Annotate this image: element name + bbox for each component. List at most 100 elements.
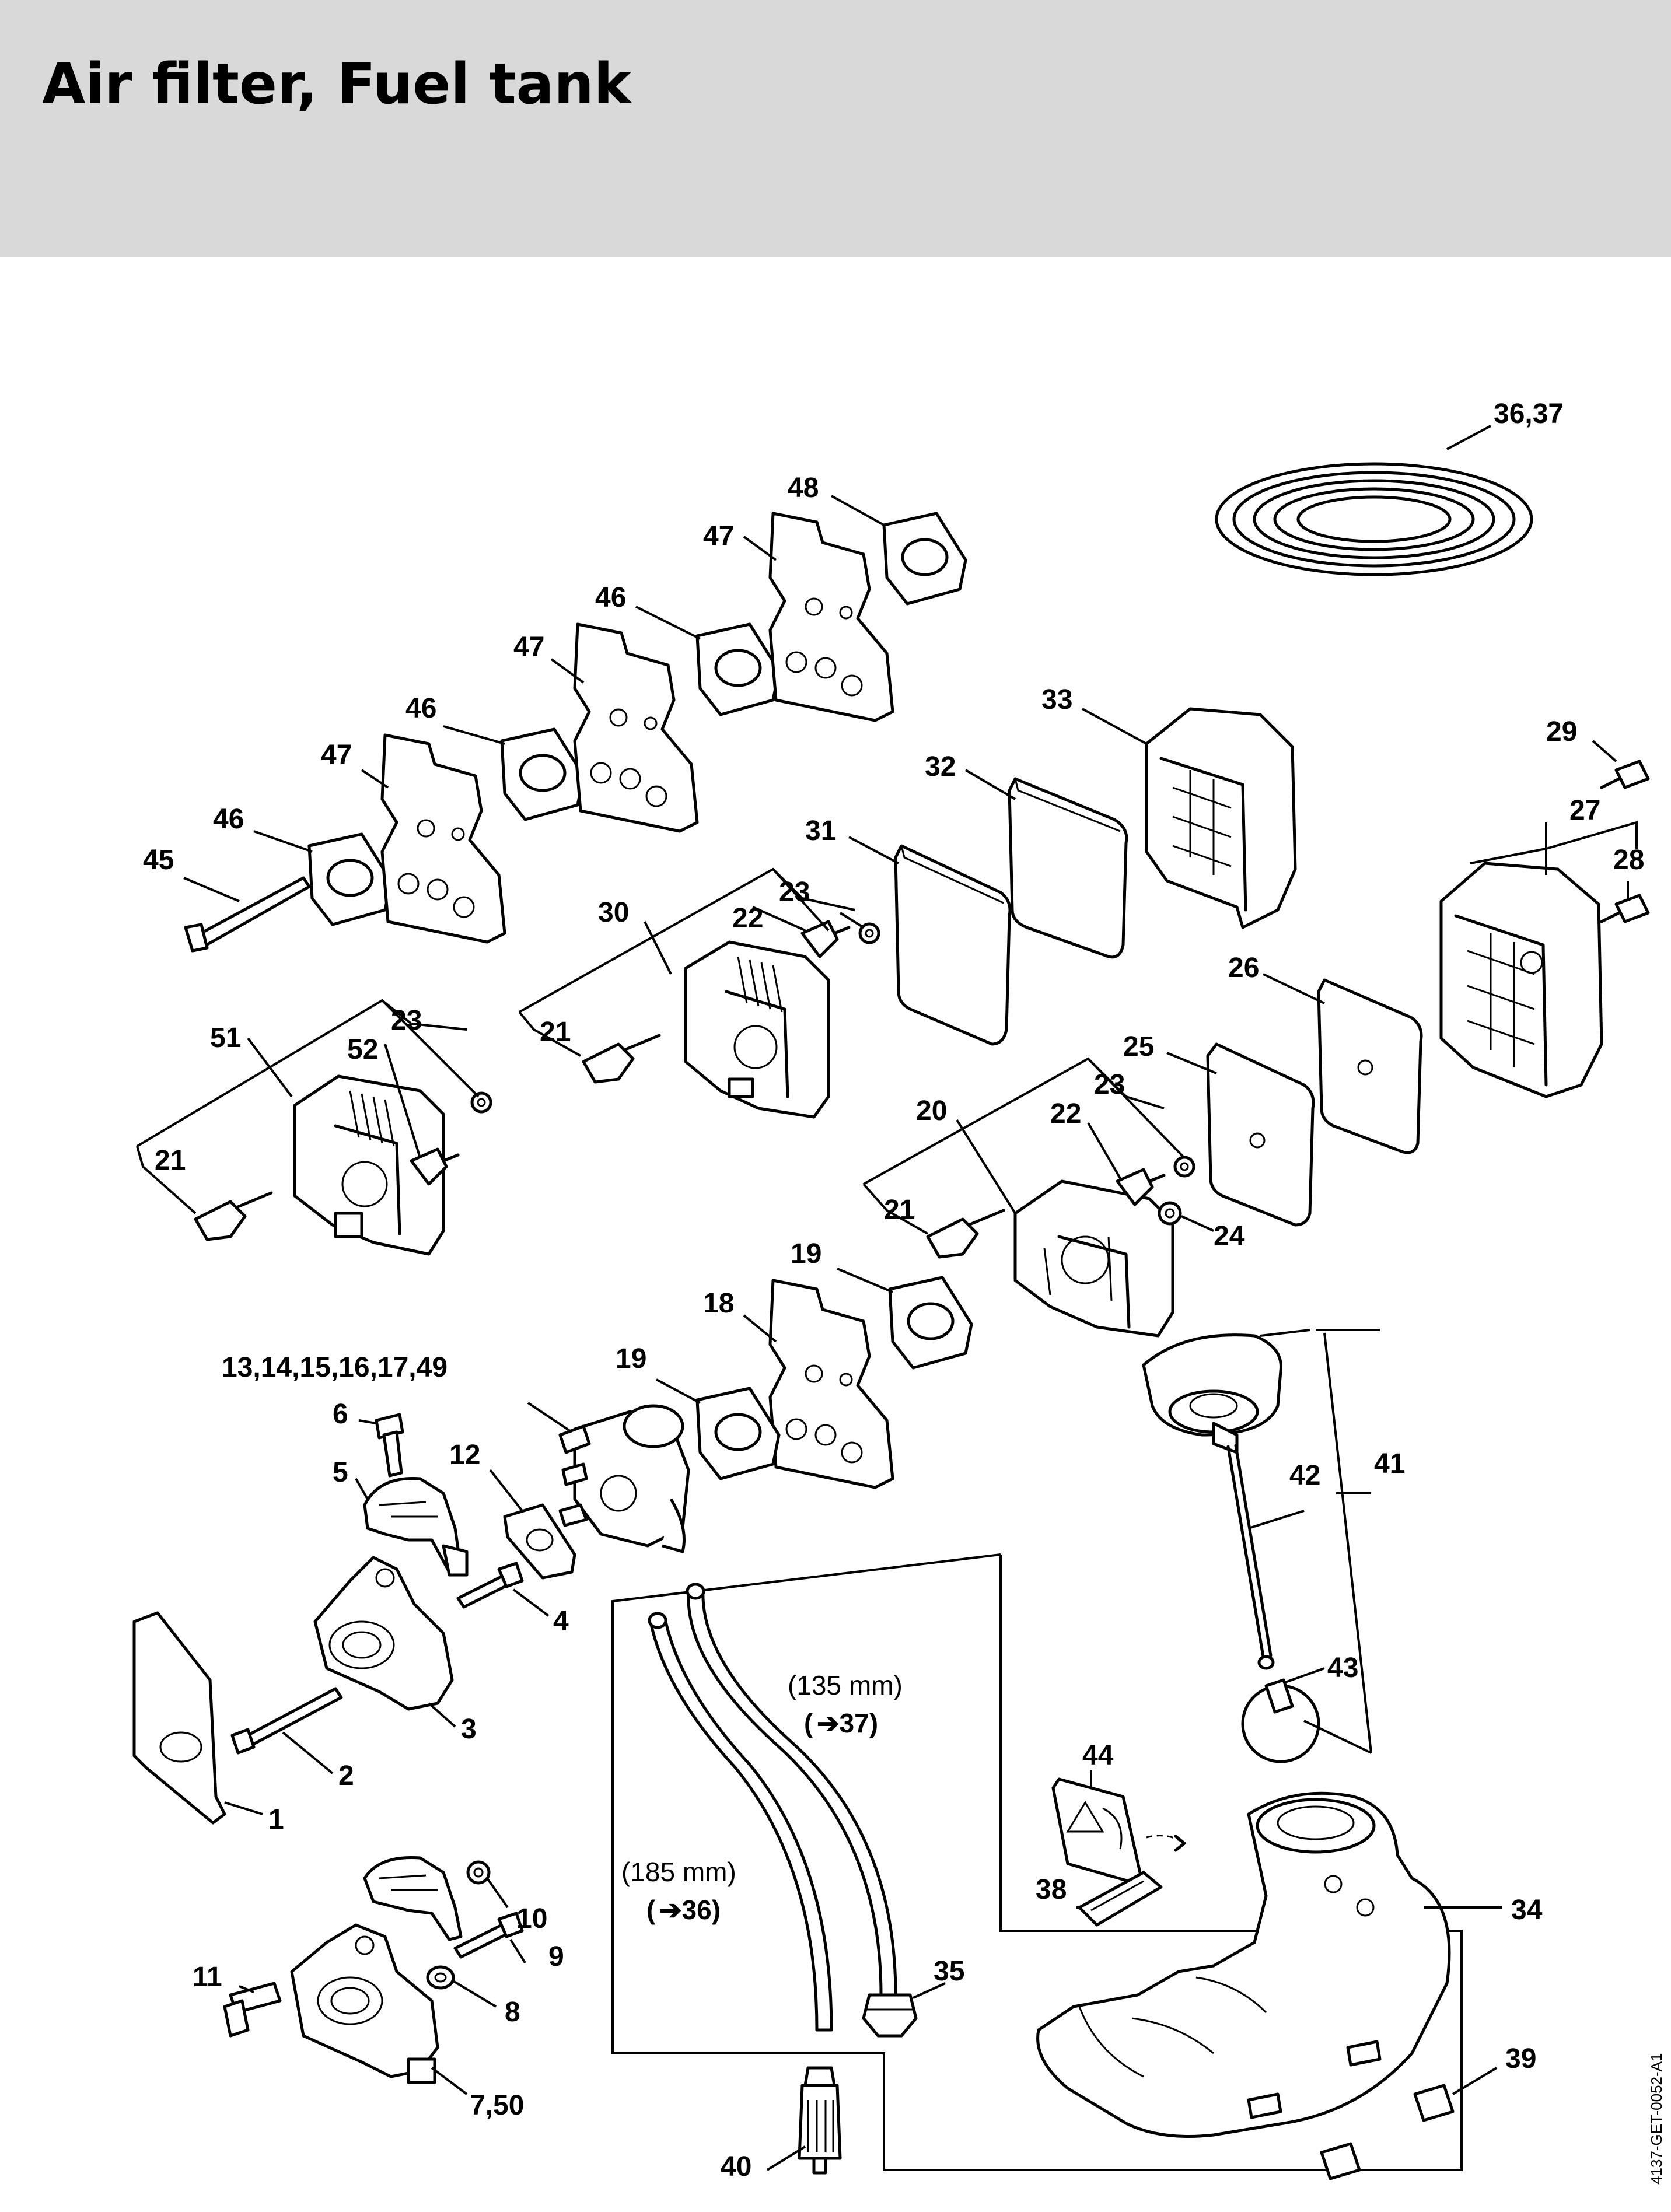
gasket-12-part	[503, 1503, 576, 1580]
callout-23c: 23	[1094, 1069, 1125, 1100]
filter-housing-51-part	[293, 1074, 445, 1256]
callout-30: 30	[598, 897, 629, 928]
callout-44: 44	[1082, 1740, 1114, 1771]
filter-housing-20-part	[1013, 1180, 1174, 1338]
callout-19b: 19	[616, 1343, 646, 1374]
screw-11-part	[223, 1982, 282, 2038]
callout-45: 45	[143, 845, 174, 876]
screw-28-part	[1600, 894, 1650, 923]
callout-46a: 46	[595, 582, 626, 613]
ring-23a-part	[858, 922, 880, 944]
callout-1: 1	[268, 1804, 284, 1835]
callout-21c: 21	[884, 1195, 915, 1226]
ref-open-paren-37: (	[804, 1708, 813, 1738]
filter-element-31-part	[894, 844, 1012, 1046]
ref-open-paren-36: (	[646, 1895, 656, 1925]
drawing-code: 4137-GET-0052-A1	[1648, 2053, 1665, 2185]
hoses-frame	[611, 1553, 1463, 2171]
callout-40: 40	[721, 2151, 751, 2182]
callout-25: 25	[1123, 1031, 1154, 1062]
ring-23c-part	[1173, 1156, 1195, 1178]
callout-12: 12	[449, 1440, 480, 1471]
callout-23b: 23	[391, 1005, 422, 1036]
nut-24-part	[1158, 1201, 1182, 1226]
filter-cover-33-part	[1145, 707, 1297, 929]
screw-45-part	[184, 876, 311, 953]
callout-33: 33	[1041, 684, 1072, 715]
callout-41: 41	[1374, 1448, 1405, 1479]
plate-47b-part	[573, 622, 699, 833]
callout-9: 9	[548, 1941, 564, 1972]
hose-long-length-note: (185 mm)	[621, 1857, 736, 1887]
hose-long-ref-value: 36	[682, 1895, 712, 1925]
callout-20: 20	[916, 1096, 947, 1126]
callout-48: 48	[788, 473, 819, 503]
bracket-21c-part	[926, 1209, 1005, 1259]
label-44-part	[1051, 1777, 1186, 1883]
hose-short-length-note: (135 mm)	[788, 1670, 903, 1700]
screw-9-part	[453, 1912, 524, 1959]
gasket-46b-part	[500, 727, 585, 821]
callout-24: 24	[1214, 1221, 1245, 1252]
callout-18: 18	[703, 1288, 734, 1319]
flange-3-part	[313, 1556, 454, 1711]
callout-2: 2	[338, 1760, 354, 1791]
fuel-tank-34-part	[1036, 1791, 1451, 2138]
page-header: Air filter, Fuel tank	[0, 0, 1671, 257]
callout-labels: 36,37 48 47 46 47 46 47 46 45 33 32 31 2…	[143, 398, 1644, 2182]
callout-38: 38	[1036, 1874, 1067, 1905]
filter-cover-27-part	[1439, 862, 1603, 1098]
gasket-1-part	[132, 1611, 226, 1825]
screw-29-part	[1600, 760, 1650, 789]
callout-43: 43	[1327, 1653, 1358, 1684]
washer-8-part	[426, 1965, 455, 1990]
fuel-line-42-part	[1226, 1444, 1275, 1670]
callout-3: 3	[461, 1714, 477, 1745]
callout-27: 27	[1569, 795, 1600, 826]
hose-long-ref-note: ➔36)	[659, 1895, 721, 1925]
page-title: Air filter, Fuel tank	[42, 51, 631, 117]
gasket-46a-part	[695, 622, 781, 716]
callout-22c: 22	[1050, 1098, 1081, 1129]
screw-4-part	[456, 1562, 524, 1609]
callout-22a: 22	[732, 903, 763, 934]
gasket-46c-part	[307, 832, 393, 926]
callout-39: 39	[1505, 2043, 1536, 2074]
arrow-right-icon: ➔	[817, 1708, 840, 1738]
hose-37-part	[686, 1583, 897, 1997]
bracket-21b-part	[194, 1191, 273, 1241]
callout-11: 11	[193, 1962, 222, 1993]
callout-42: 42	[1289, 1460, 1320, 1491]
callout-23a: 23	[779, 877, 810, 908]
callout-21b: 21	[155, 1145, 186, 1176]
hose-coil-part	[1215, 462, 1533, 576]
callout-47a: 47	[703, 521, 734, 552]
callout-51: 51	[210, 1023, 241, 1054]
hose-notes: (135 mm) ➔37) ( (185 mm) ➔36) (	[621, 1670, 903, 1925]
callout-52: 52	[347, 1034, 378, 1065]
grommet-38-part	[1078, 1871, 1163, 1927]
ring-10-part	[466, 1860, 491, 1885]
callout-35: 35	[934, 1956, 964, 1987]
callout-36-37: 36,37	[1494, 398, 1564, 429]
plate-18-part	[768, 1279, 894, 1489]
callout-28: 28	[1613, 845, 1644, 876]
callout-19a: 19	[791, 1238, 821, 1269]
callout-32: 32	[925, 751, 956, 782]
callout-6: 6	[333, 1399, 348, 1430]
gasket-19a-part	[888, 1276, 973, 1370]
carburetor-part	[558, 1404, 690, 1553]
screw-2-part	[230, 1687, 343, 1755]
callout-46b: 46	[405, 693, 436, 724]
leader-lines	[136, 425, 1638, 2171]
callout-31: 31	[805, 816, 836, 846]
screw-6-part	[375, 1413, 404, 1478]
callout-26: 26	[1228, 953, 1259, 984]
bracket-21a-part	[582, 1034, 661, 1084]
callout-47b: 47	[513, 632, 544, 663]
fuel-cap-part	[1142, 1334, 1282, 1454]
manifold-5-part	[363, 1477, 469, 1577]
gasket-48-part	[882, 512, 967, 606]
callout-13-49: 13,14,15,16,17,49	[222, 1352, 448, 1383]
